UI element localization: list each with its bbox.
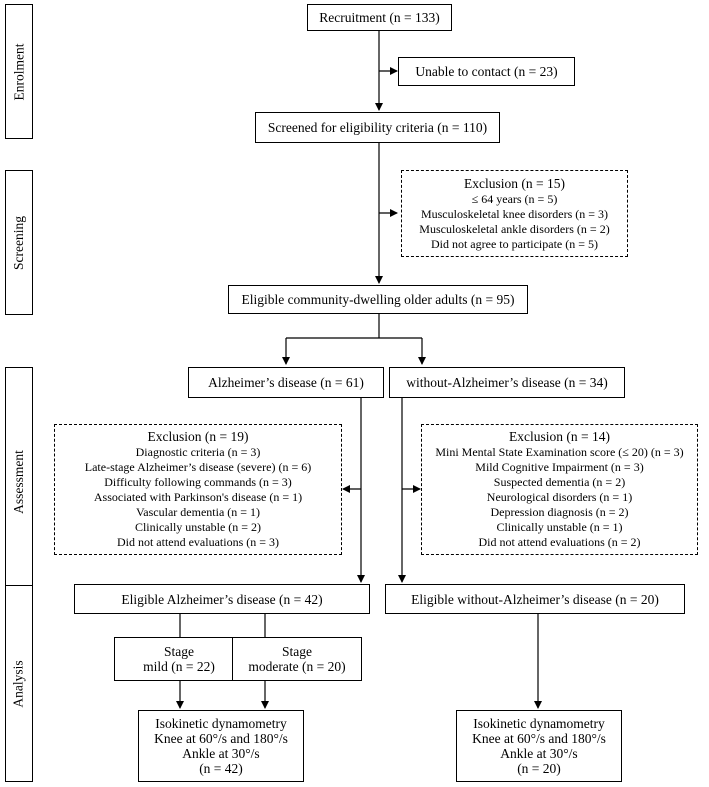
exclusion-ad-item: Associated with Parkinson's disease (n =… — [93, 490, 303, 504]
node-eligible-text: Eligible community-dwelling older adults… — [241, 292, 515, 307]
node-exclusion-ad: Exclusion (n = 19) Diagnostic criteria (… — [54, 424, 342, 555]
phase-analysis-label: Analysis — [11, 659, 26, 708]
exclusion-wad-item: Mild Cognitive Impairment (n = 3) — [475, 460, 644, 474]
node-eligible-wad-text: Eligible without-Alzheimer’s disease (n … — [411, 591, 659, 607]
exclusion1-item: ≤ 64 years (n = 5) — [471, 191, 558, 206]
node-ad-text: Alzheimer’s disease (n = 61) — [208, 375, 364, 390]
node-eligible-older-adults: Eligible community-dwelling older adults… — [228, 285, 528, 314]
stage-moderate-line: moderate (n = 20) — [248, 659, 346, 674]
exclusion1-item: Did not agree to participate (n = 5) — [430, 236, 599, 251]
iso-ad-line: Ankle at 30°/s — [182, 746, 260, 761]
exclusion-wad-item: Did not attend evaluations (n = 2) — [478, 535, 641, 549]
iso-ad-line: (n = 42) — [199, 761, 243, 776]
iso-wad-line: Ankle at 30°/s — [500, 746, 578, 761]
exclusion-wad-item: Depression diagnosis (n = 2) — [490, 505, 629, 519]
iso-wad-line: Isokinetic dynamometry — [473, 716, 605, 731]
iso-ad-line: Isokinetic dynamometry — [155, 716, 287, 731]
exclusion-ad-item: Did not attend evaluations (n = 3) — [116, 535, 280, 549]
exclusion-ad-item: Difficulty following commands (n = 3) — [104, 475, 292, 489]
phase-screening-label: Screening — [11, 215, 27, 270]
exclusion-ad-item: Diagnostic criteria (n = 3) — [135, 445, 261, 459]
node-screened: Screened for eligibility criteria (n = 1… — [255, 112, 500, 143]
phase-analysis: Analysis — [5, 585, 33, 782]
node-alzheimers: Alzheimer’s disease (n = 61) — [188, 367, 384, 398]
exclusion-wad-item: Suspected dementia (n = 2) — [493, 475, 626, 489]
phase-screening: Screening — [5, 170, 33, 315]
iso-wad-line: (n = 20) — [517, 761, 561, 776]
exclusion-wad-item: Neurological disorders (n = 1) — [486, 490, 633, 504]
node-screened-text: Screened for eligibility criteria (n = 1… — [267, 120, 488, 135]
exclusion-ad-head: Exclusion (n = 19) — [147, 429, 249, 444]
node-exclusion-screening: Exclusion (n = 15) ≤ 64 years (n = 5) Mu… — [401, 170, 628, 257]
node-unable-to-contact: Unable to contact (n = 23) — [398, 57, 575, 86]
exclusion1-head: Exclusion (n = 15) — [464, 175, 565, 191]
node-unable-text: Unable to contact (n = 23) — [415, 64, 558, 79]
stage-mild-line: mild (n = 22) — [143, 659, 215, 674]
node-exclusion-wad: Exclusion (n = 14) Mini Mental State Exa… — [421, 424, 698, 555]
node-eligible-ad-text: Eligible Alzheimer’s disease (n = 42) — [121, 591, 323, 607]
phase-assessment: Assessment — [5, 367, 33, 597]
iso-wad-line: Knee at 60°/s and 180°/s — [472, 731, 606, 746]
node-without-alzheimers: without-Alzheimer’s disease (n = 34) — [389, 367, 625, 398]
exclusion-wad-item: Clinically unstable (n = 1) — [496, 520, 623, 534]
node-stage-mild: Stage mild (n = 22) — [114, 637, 244, 681]
node-eligible-wad: Eligible without-Alzheimer’s disease (n … — [385, 584, 685, 614]
node-isokinetic-wad: Isokinetic dynamometry Knee at 60°/s and… — [456, 710, 622, 782]
exclusion1-item: Musculoskeletal knee disorders (n = 3) — [420, 206, 609, 221]
exclusion-wad-head: Exclusion (n = 14) — [509, 429, 610, 444]
stage-mild-line: Stage — [164, 644, 194, 659]
node-wad-text: without-Alzheimer’s disease (n = 34) — [406, 375, 608, 390]
phase-assessment-label: Assessment — [11, 450, 26, 514]
node-recruitment-text: Recruitment (n = 133) — [319, 10, 440, 25]
iso-ad-line: Knee at 60°/s and 180°/s — [154, 731, 288, 746]
node-isokinetic-ad: Isokinetic dynamometry Knee at 60°/s and… — [138, 710, 304, 782]
node-eligible-ad: Eligible Alzheimer’s disease (n = 42) — [74, 584, 370, 614]
node-stage-moderate: Stage moderate (n = 20) — [232, 637, 362, 681]
exclusion-ad-item: Late-stage Alzheimer’s disease (severe) … — [84, 460, 312, 474]
exclusion1-item: Musculoskeletal ankle disorders (n = 2) — [419, 221, 610, 236]
exclusion-ad-item: Vascular dementia (n = 1) — [135, 505, 261, 519]
phase-enrolment-label: Enrolment — [11, 43, 26, 100]
exclusion-ad-item: Clinically unstable (n = 2) — [134, 520, 262, 534]
stage-moderate-line: Stage — [282, 644, 312, 659]
phase-enrolment: Enrolment — [5, 4, 33, 139]
node-recruitment: Recruitment (n = 133) — [307, 4, 452, 31]
exclusion-wad-item: Mini Mental State Examination score (≤ 2… — [435, 445, 684, 459]
